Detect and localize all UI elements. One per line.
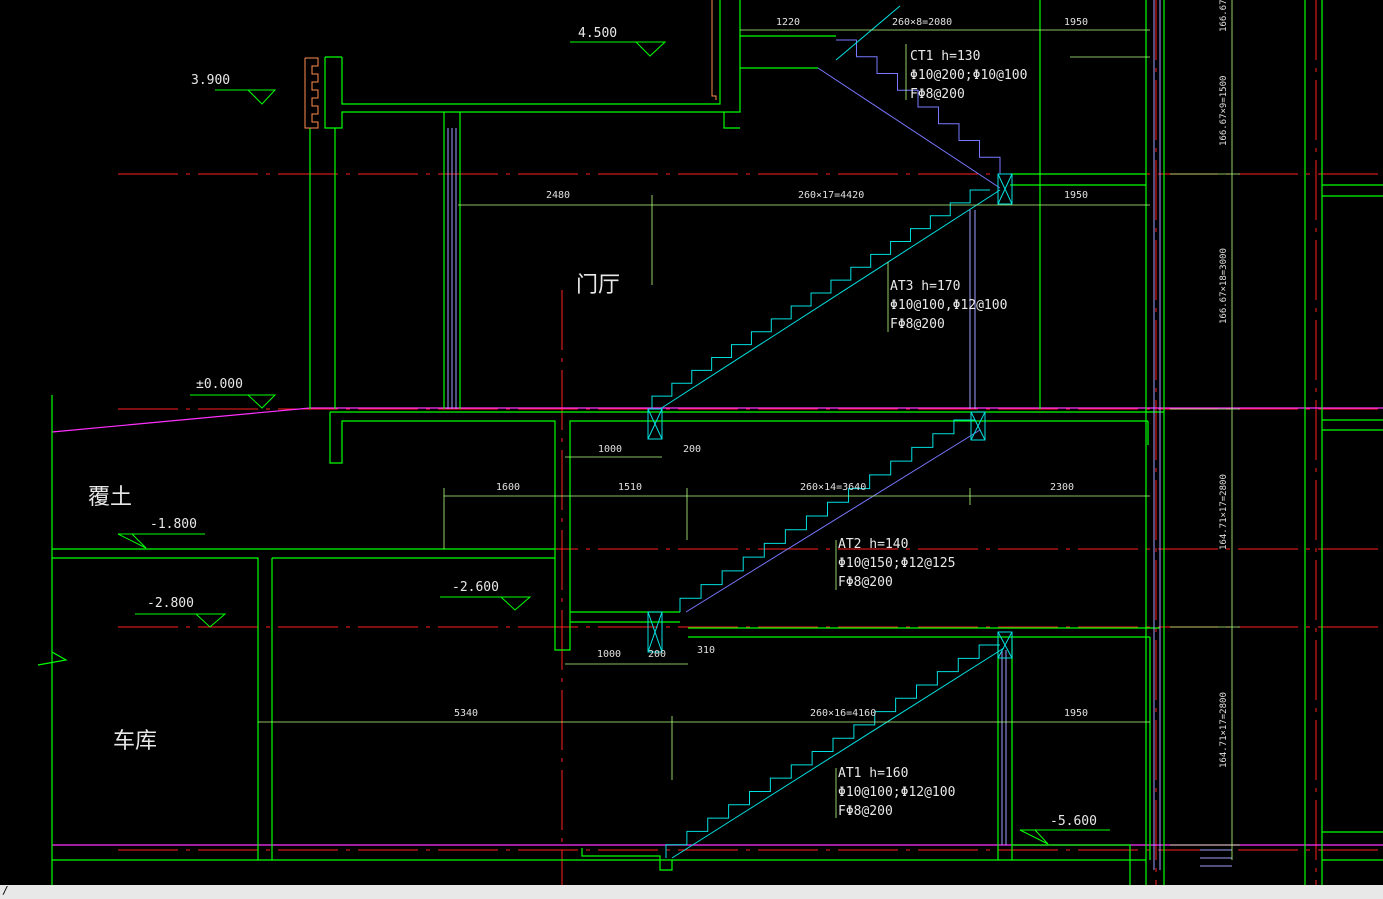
dimension-labels: 1220 260×8=2080 1950 2480 260×17=4420 19… xyxy=(454,17,1088,719)
at2-dist: FΦ8@200 xyxy=(838,575,893,590)
at1-title: AT1 h=160 xyxy=(838,766,908,781)
room-lobby: 门厅 xyxy=(576,273,620,298)
command-prompt: / xyxy=(2,884,9,897)
columns-cyan xyxy=(447,0,1232,870)
dim-2300: 2300 xyxy=(1050,482,1074,493)
ct1-rebar: Φ10@200;Φ10@100 xyxy=(910,68,1027,83)
dim-1510: 1510 xyxy=(618,482,642,493)
ct1-dist: FΦ8@200 xyxy=(910,87,965,102)
dim-1000-b: 1000 xyxy=(597,649,621,660)
ct1-title: CT1 h=130 xyxy=(910,49,980,64)
at3-rebar: Φ10@100,Φ12@100 xyxy=(890,298,1007,313)
elev-m1800: -1.800 xyxy=(150,517,197,532)
elev-0: ±0.000 xyxy=(196,377,243,392)
elev-3900: 3.900 xyxy=(191,73,230,88)
dim-200-b: 200 xyxy=(648,649,666,660)
vdim-4: 164.71×17=2800 xyxy=(1219,474,1229,550)
vdim-5: 164.71×17=2800 xyxy=(1219,692,1229,768)
dim-260x8: 260×8=2080 xyxy=(892,17,952,28)
parapet-outline xyxy=(304,0,717,129)
elev-4500: 4.500 xyxy=(578,26,617,41)
elev-m5600: -5.600 xyxy=(1050,814,1097,829)
elevation-labels: 4.500 3.900 ±0.000 -1.800 -2.800 -2.600 … xyxy=(147,26,1097,829)
at1-rebar: Φ10@100;Φ12@100 xyxy=(838,785,955,800)
vdim-3: 166.67×18=3000 xyxy=(1219,248,1229,324)
dim-260x17: 260×17=4420 xyxy=(798,190,864,201)
structure-walls xyxy=(37,0,1383,885)
vdim-2: 166.67×9=1500 xyxy=(1219,76,1229,146)
dim-1950-top: 1950 xyxy=(1064,17,1088,28)
dim-2480: 2480 xyxy=(546,190,570,201)
dim-310: 310 xyxy=(697,645,715,656)
command-line-bar[interactable]: / xyxy=(0,884,1383,899)
at3-title: AT3 h=170 xyxy=(890,279,960,294)
elevation-markers xyxy=(117,41,1110,845)
stair-notes: CT1 h=130 Φ10@200;Φ10@100 FΦ8@200 AT3 h=… xyxy=(838,49,1027,819)
room-garage: 车库 xyxy=(113,729,157,754)
elev-m2800: -2.800 xyxy=(147,596,194,611)
room-labels: 门厅 覆土 车库 xyxy=(88,273,620,754)
dim-1600: 1600 xyxy=(496,482,520,493)
dim-260x16: 260×16=4160 xyxy=(810,708,876,719)
room-fill: 覆土 xyxy=(88,485,132,510)
at3-dist: FΦ8@200 xyxy=(890,317,945,332)
dimension-lines xyxy=(258,0,1240,860)
vdim-1: 166.67× xyxy=(1219,0,1229,32)
dim-200-a: 200 xyxy=(683,444,701,455)
at1-dist: FΦ8@200 xyxy=(838,804,893,819)
dim-1950-mid: 1950 xyxy=(1064,190,1088,201)
dim-5340: 5340 xyxy=(454,708,478,719)
at2-rebar: Φ10@150;Φ12@125 xyxy=(838,556,955,571)
dim-1220: 1220 xyxy=(776,17,800,28)
elev-m2600: -2.600 xyxy=(452,580,499,595)
dim-260x14: 260×14=3640 xyxy=(800,482,866,493)
at2-title: AT2 h=140 xyxy=(838,537,908,552)
dim-1000-a: 1000 xyxy=(598,444,622,455)
beam-crosses xyxy=(647,173,1013,659)
stair-flights xyxy=(651,5,1005,859)
axis-lines xyxy=(118,0,1383,885)
dim-1950-low: 1950 xyxy=(1064,708,1088,719)
vertical-dimension-labels: 166.67× 166.67×9=1500 166.67×18=3000 164… xyxy=(1219,0,1229,768)
